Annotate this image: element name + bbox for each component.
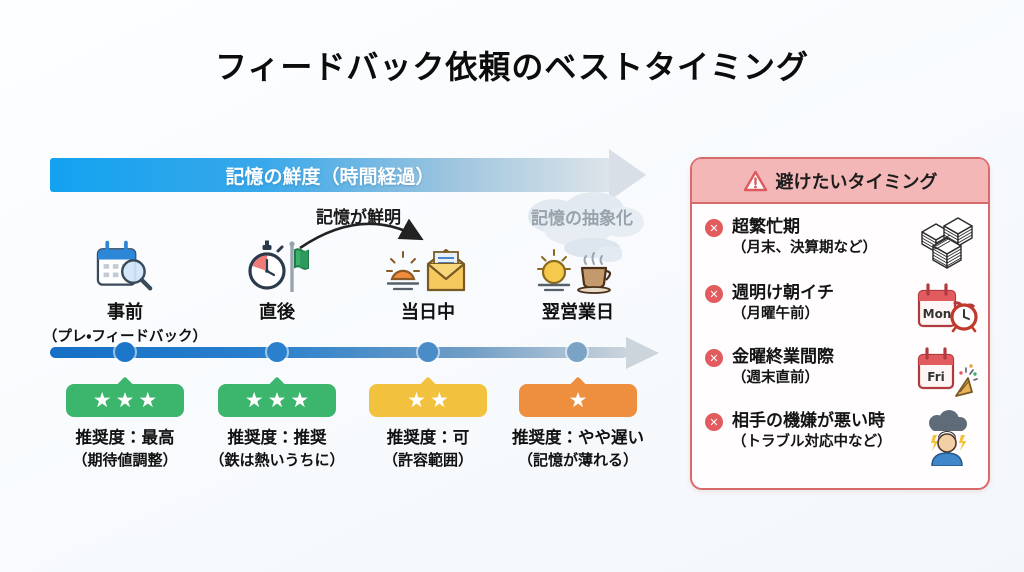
avoid-item-label: 相手の機嫌が悪い時 — [732, 411, 885, 431]
avoid-item-note: （月曜午前） — [732, 305, 819, 322]
curved-arrow-icon — [299, 218, 424, 250]
calendar-search-icon — [94, 236, 156, 294]
friday-calendar-party-icon: Fri — [916, 346, 978, 398]
avoid-timing-panel: 避けたいタイミング ✕ 超繁忙期 （月末、決算期など） — [690, 157, 990, 490]
avoid-item-bad-mood: ✕ 相手の機嫌が悪い時 （トラブル対応中など） — [705, 410, 978, 466]
stage-sublabel-before: （プレ・フィードバック） — [42, 329, 208, 345]
calendar-day-text: Mon — [923, 307, 952, 321]
rating-text-right-after: 推奨度：推奨 （鉄は熱いうちに） — [187, 426, 367, 472]
rating-level: 推奨度：やや遅い — [512, 428, 644, 447]
rating-note: （記憶が薄れる） — [517, 450, 638, 469]
rating-level: 推奨度：可 — [386, 428, 470, 447]
rating-badge-next-business-day: ★ — [519, 384, 637, 417]
sunset-mail-icon — [386, 236, 470, 294]
timeline-dot-right-after — [267, 342, 287, 362]
avoid-item-note: （週末直前） — [732, 369, 819, 386]
annotation-memory-abstraction: 記憶の抽象化 — [531, 209, 633, 229]
stars-3: ★★★ — [92, 388, 162, 412]
memory-freshness-arrow-banner: 記憶の鮮度（時間経過） — [50, 158, 610, 192]
x-circle-icon: ✕ — [705, 219, 723, 237]
timeline-arrowhead-icon — [626, 337, 659, 369]
annotation-memory-vivid: 記憶が鮮明 — [316, 208, 401, 228]
avoid-item-monday-morning: ✕ 週明け朝イチ （月曜午前） Mon — [705, 282, 978, 334]
cloud-icon — [528, 192, 644, 246]
timeline-bar — [50, 347, 628, 358]
rating-badge-right-after: ★★★ — [218, 384, 336, 417]
stage-right-after: 直後 — [187, 236, 367, 325]
rating-note: （許容範囲） — [382, 450, 473, 469]
stage-same-day: 当日中 — [338, 236, 518, 325]
avoid-item-label: 金曜終業間際 — [732, 347, 834, 367]
rating-level: 推奨度：最高 — [75, 428, 175, 447]
rating-badge-same-day: ★★ — [369, 384, 487, 417]
timeline-dot-same-day — [418, 342, 438, 362]
rating-level: 推奨度：推奨 — [227, 428, 327, 447]
stage-label-before: 事前 — [107, 302, 143, 323]
stage-label-next-business-day: 翌営業日 — [542, 302, 614, 323]
stressed-person-icon — [916, 410, 978, 466]
rating-text-next-business-day: 推奨度：やや遅い （記憶が薄れる） — [488, 426, 668, 472]
stage-label-right-after: 直後 — [259, 302, 295, 323]
stage-label-same-day: 当日中 — [401, 302, 455, 323]
x-circle-icon: ✕ — [705, 413, 723, 431]
rating-text-same-day: 推奨度：可 （許容範囲） — [338, 426, 518, 472]
warning-triangle-icon — [743, 170, 767, 191]
calendar-day-text: Fri — [927, 370, 944, 384]
avoid-panel-title: 避けたいタイミング — [775, 171, 938, 193]
rating-note: （鉄は熱いうちに） — [209, 450, 345, 469]
stars-2: ★★ — [407, 388, 453, 412]
sun-coffee-icon — [534, 236, 622, 294]
banner-label: 記憶の鮮度（時間経過） — [225, 165, 435, 188]
avoid-item-label: 超繁忙期 — [732, 217, 800, 237]
x-circle-icon: ✕ — [705, 349, 723, 367]
banner-arrowhead-icon — [609, 149, 646, 201]
avoid-item-note: （トラブル対応中など） — [732, 433, 892, 450]
avoid-item-friday-closing: ✕ 金曜終業間際 （週末直前） Fri — [705, 346, 978, 398]
avoid-item-busy-period: ✕ 超繁忙期 （月末、決算期など） — [705, 216, 978, 270]
paper-stacks-icon — [916, 216, 978, 270]
stage-before: 事前 （プレ・フィードバック） — [35, 236, 215, 346]
stage-next-business-day: 翌営業日 — [488, 236, 668, 325]
stars-3: ★★★ — [244, 388, 314, 412]
rating-text-before: 推奨度：最高 （期待値調整） — [35, 426, 215, 472]
page-title: フィードバック依頼のベストタイミング — [214, 48, 809, 86]
avoid-panel-header: 避けたいタイミング — [692, 159, 988, 204]
x-circle-icon: ✕ — [705, 285, 723, 303]
timeline-dot-next-business-day — [567, 342, 587, 362]
stopwatch-flag-icon — [244, 236, 310, 294]
avoid-item-note: （月末、決算期など） — [732, 239, 877, 256]
monday-calendar-alarm-icon: Mon — [916, 282, 978, 334]
stars-1: ★ — [568, 388, 592, 412]
rating-note: （期待値調整） — [72, 450, 178, 469]
timeline-dot-before — [115, 342, 135, 362]
avoid-item-label: 週明け朝イチ — [732, 283, 834, 303]
rating-badge-before: ★★★ — [66, 384, 184, 417]
avoid-items-list: ✕ 超繁忙期 （月末、決算期など） — [692, 204, 988, 466]
